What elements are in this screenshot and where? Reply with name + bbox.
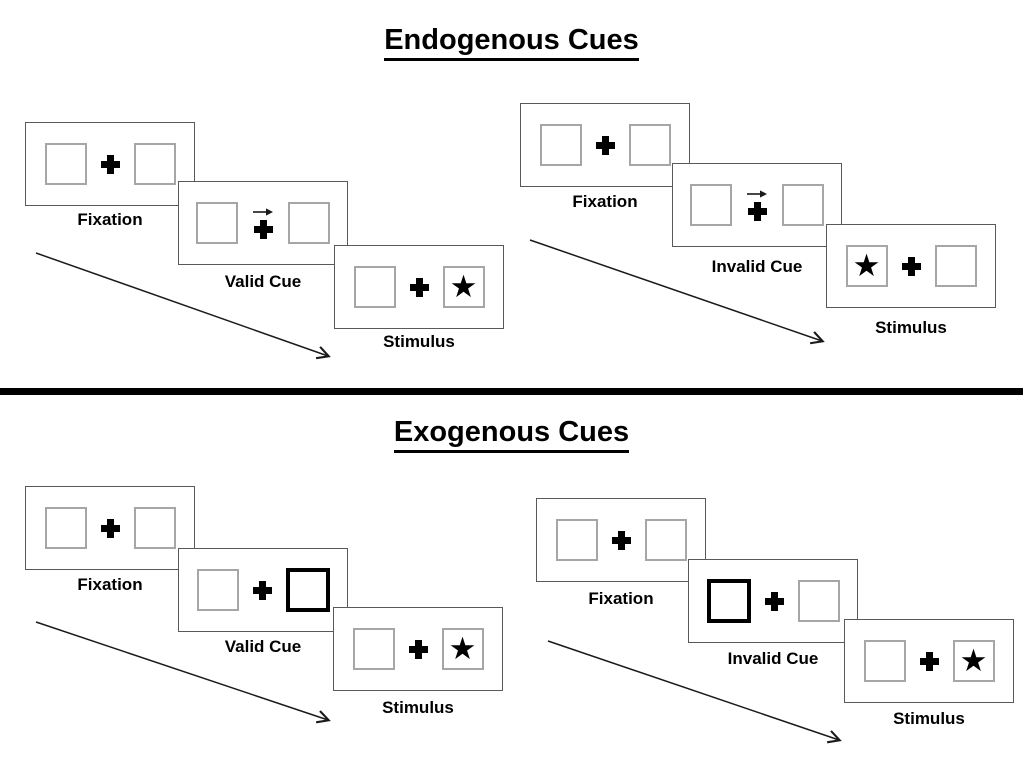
stimulus-panel: ★ [334, 245, 504, 329]
fixation-label: Fixation [77, 575, 143, 594]
left-box [44, 507, 87, 549]
right-box [628, 124, 671, 166]
invalid-cue-label: Invalid Cue [727, 649, 819, 668]
section-divider [0, 388, 1023, 395]
left-box-cued [706, 579, 751, 623]
fixation-cross-icon [595, 135, 615, 155]
right-box [133, 507, 176, 549]
right-box [133, 143, 176, 185]
fixation-panel [536, 498, 706, 582]
right-box-cued [285, 568, 330, 612]
valid-cue-label: Valid Cue [224, 272, 302, 291]
right-box [797, 580, 840, 622]
fixation-cross-icon [252, 580, 272, 600]
left-box [690, 184, 732, 226]
right-box [288, 202, 330, 244]
exogenous-title-text: Exogenous Cues [393, 416, 630, 453]
stimulus-panel: ★ [826, 224, 996, 308]
sequence-arrow [35, 252, 328, 356]
valid-cue-panel [178, 181, 348, 265]
sequence-arrow [547, 640, 839, 740]
invalid-cue-panel [672, 163, 842, 247]
stimulus-label: Stimulus [383, 332, 455, 351]
fixation-label: Fixation [77, 210, 143, 229]
left-box [196, 569, 239, 611]
cue-arrow-icon [253, 208, 273, 216]
left-box: ★ [845, 245, 888, 287]
fixation-cross-icon [408, 639, 428, 659]
invalid-cue-panel [688, 559, 858, 643]
right-box: ★ [952, 640, 995, 682]
endogenous-title-text: Endogenous Cues [384, 24, 639, 61]
fixation-label: Fixation [572, 192, 638, 211]
fixation-panel [520, 103, 690, 187]
stimulus-label: Stimulus [875, 318, 947, 337]
fixation-cross-icon [409, 277, 429, 297]
stimulus-panel: ★ [844, 619, 1014, 703]
star-stimulus-icon: ★ [959, 643, 988, 678]
fixation-cross-icon [919, 651, 939, 671]
fixation-cross-icon [100, 518, 120, 538]
star-stimulus-icon: ★ [852, 248, 881, 283]
fixation-cross-icon [100, 154, 120, 174]
stimulus-label: Stimulus [382, 698, 454, 717]
invalid-cue-label: Invalid Cue [711, 257, 803, 276]
fixation-cross-icon [901, 256, 921, 276]
right-box [782, 184, 824, 226]
fixation-cross-icon [747, 202, 767, 221]
star-stimulus-icon: ★ [448, 631, 477, 666]
left-box [863, 640, 906, 682]
right-box: ★ [442, 266, 485, 308]
sequence-arrow [35, 621, 328, 720]
cue-arrow-icon [747, 190, 767, 198]
left-box [352, 628, 395, 670]
fixation-cross-icon [764, 591, 784, 611]
endogenous-title: Endogenous Cues [0, 24, 1023, 61]
valid-cue-panel [178, 548, 348, 632]
fixation-panel [25, 486, 195, 570]
right-box: ★ [441, 628, 484, 670]
fixation-label: Fixation [588, 589, 654, 608]
sequence-arrow [529, 239, 822, 341]
left-box [44, 143, 87, 185]
fixation-panel [25, 122, 195, 206]
fixation-cross-icon [611, 530, 631, 550]
left-box [196, 202, 238, 244]
star-stimulus-icon: ★ [449, 269, 478, 304]
valid-cue-label: Valid Cue [224, 637, 302, 656]
stimulus-label: Stimulus [893, 709, 965, 728]
left-box [539, 124, 582, 166]
stimulus-panel: ★ [333, 607, 503, 691]
right-box [934, 245, 977, 287]
exogenous-title: Exogenous Cues [0, 416, 1023, 453]
left-box [353, 266, 396, 308]
left-box [555, 519, 598, 561]
right-box [644, 519, 687, 561]
fixation-cross-icon [253, 220, 273, 239]
